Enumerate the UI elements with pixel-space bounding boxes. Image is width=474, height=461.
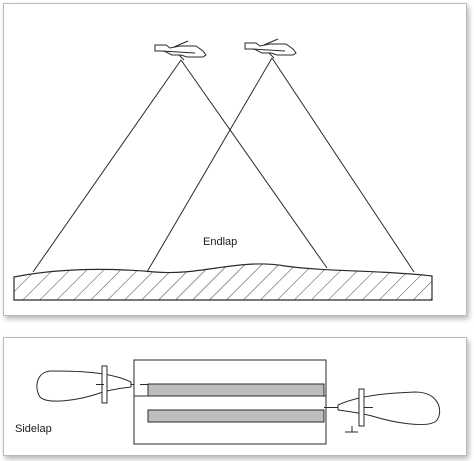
aircraft-right — [244, 38, 297, 59]
aircraft-left — [154, 40, 207, 61]
sidelap-label: Sidelap — [15, 423, 52, 435]
aircraft-top-view-left — [36, 365, 140, 404]
terrain-ground — [13, 263, 433, 301]
sidelap-overlap-band-top — [147, 383, 325, 397]
camera-cone-left — [32, 59, 328, 273]
camera-cone-right — [146, 57, 415, 273]
endlap-label: Endlap — [203, 236, 238, 248]
aircraft-top-view-right — [330, 388, 441, 433]
sidelap-overlap-band-bottom — [147, 409, 325, 423]
endlap-panel — [3, 3, 467, 316]
